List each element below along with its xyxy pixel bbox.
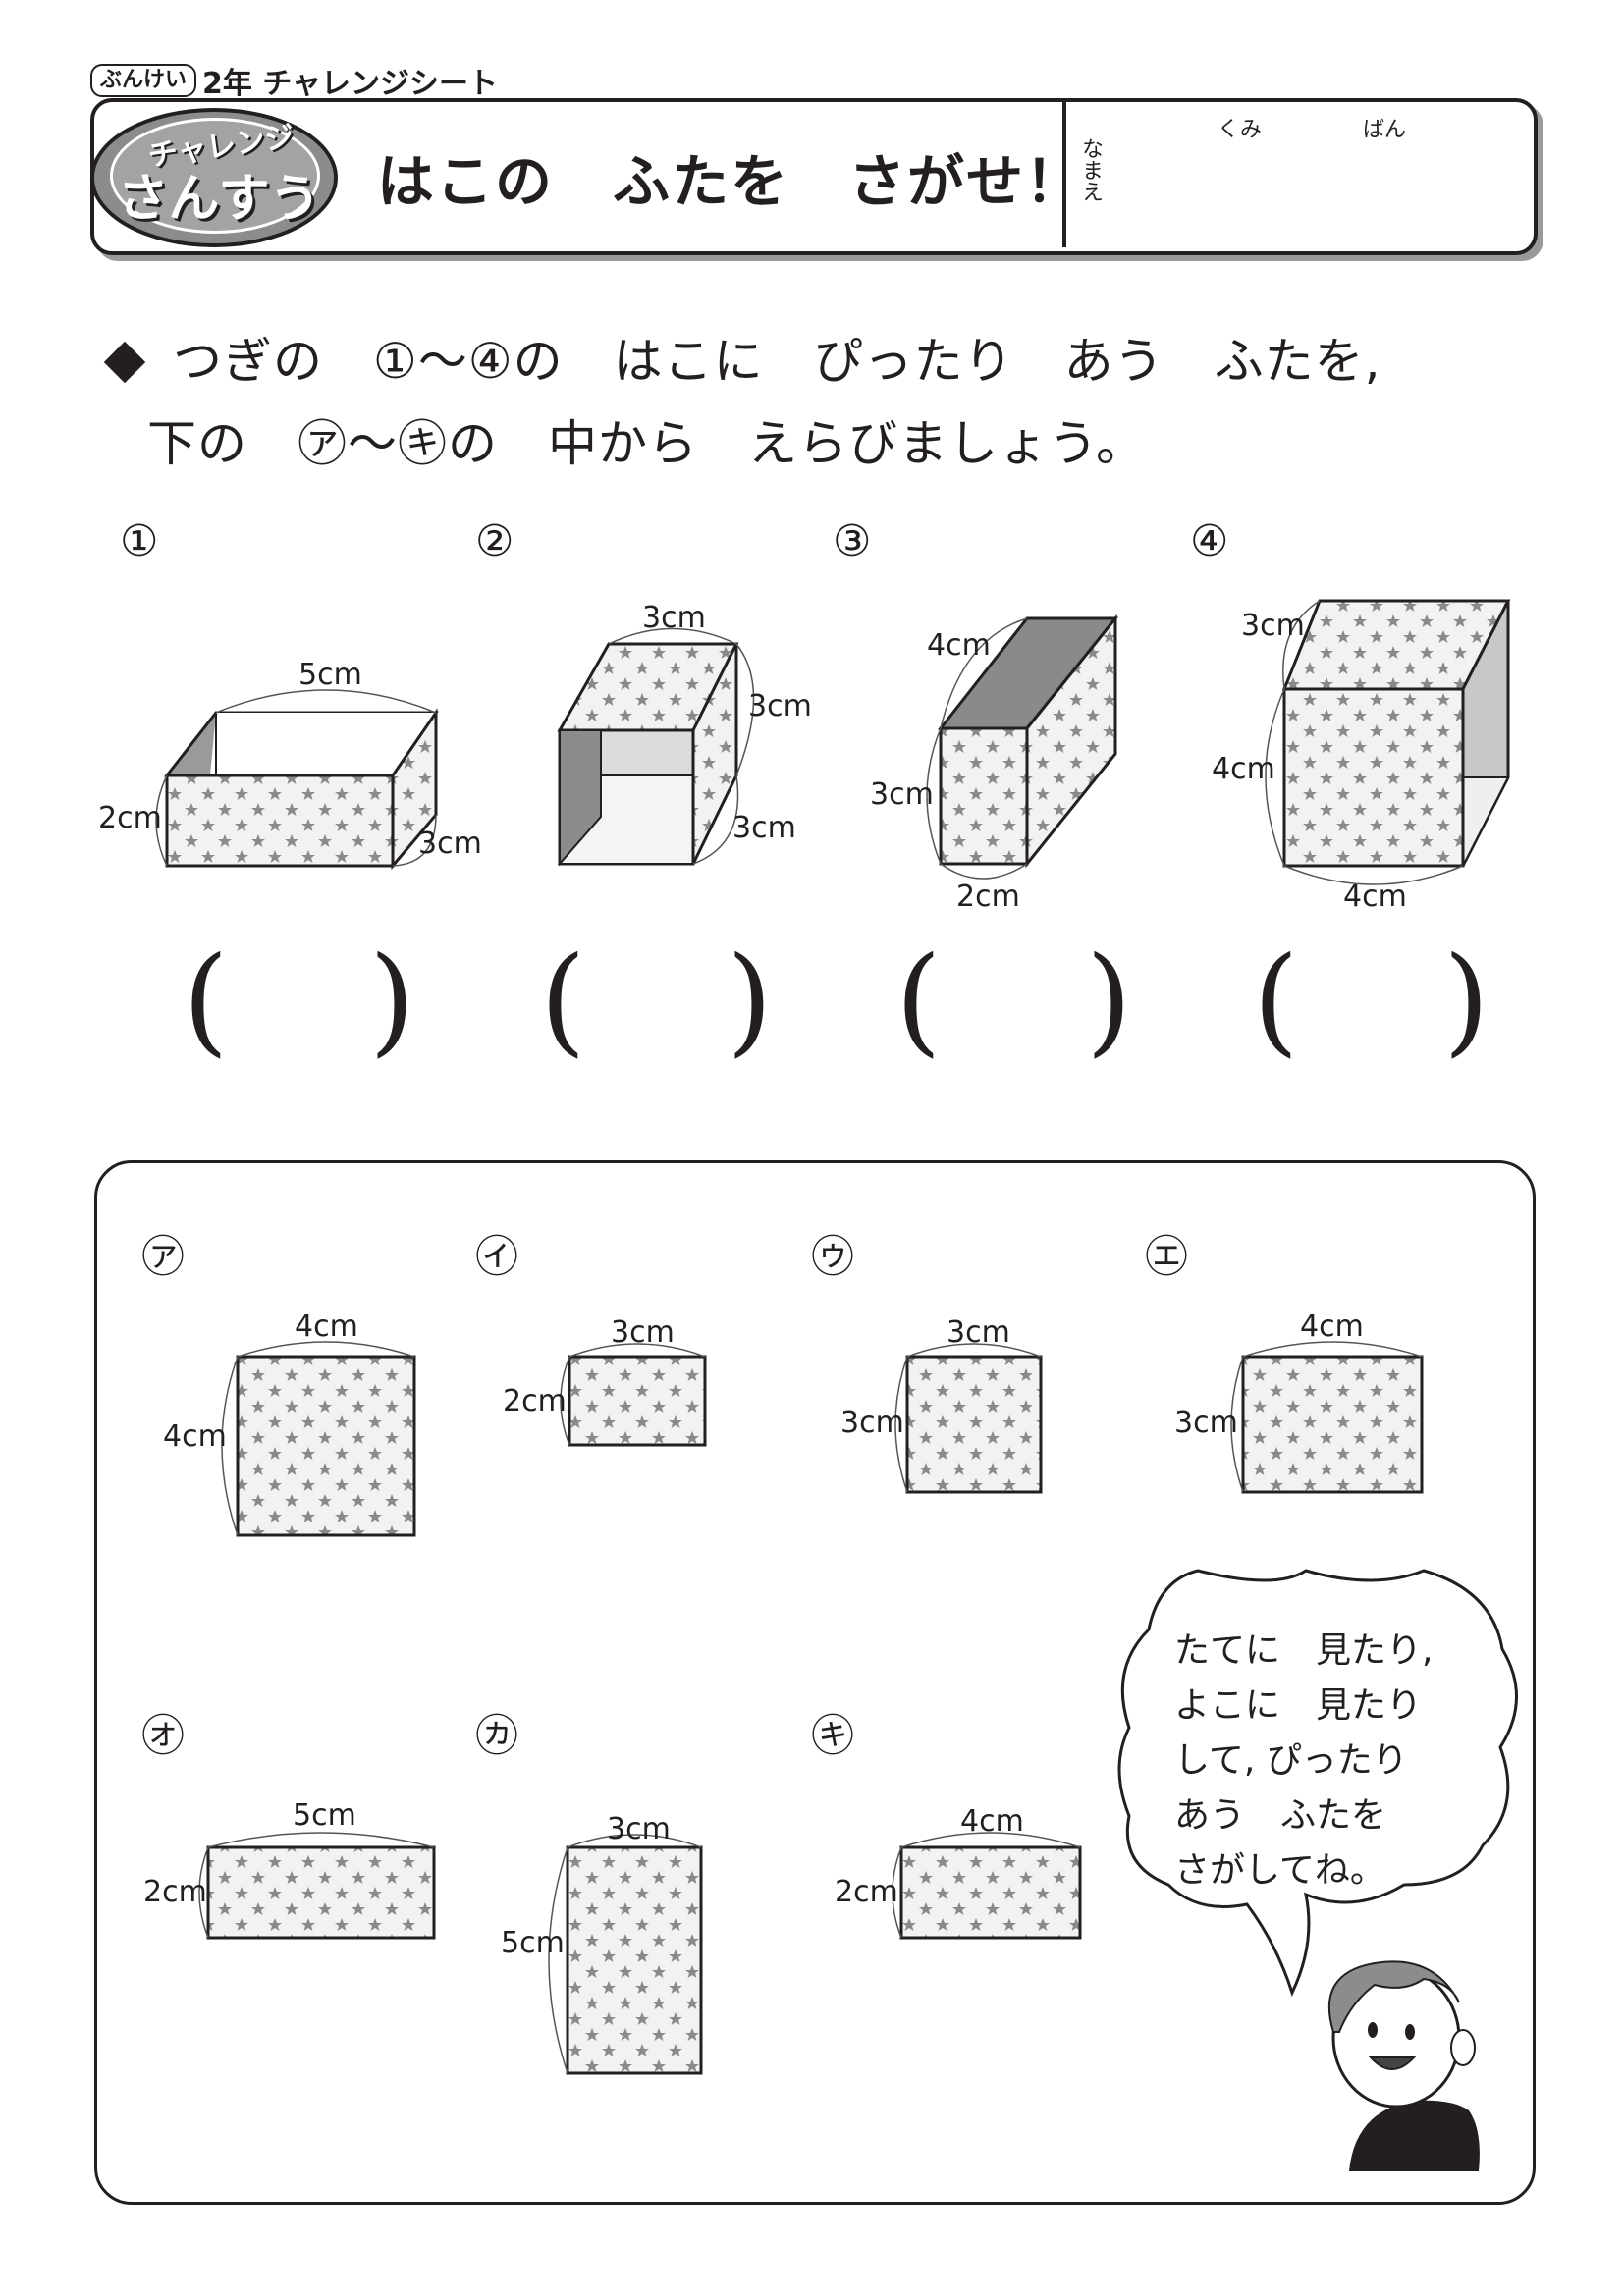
lid-label-e: ㋓ [1145,1232,1188,1282]
answer-2-close: ) [727,933,773,1069]
challenge-badge-inner [110,118,320,234]
answer-3-open: ( [895,933,942,1069]
lid-i-height: 2cm [503,1384,567,1418]
category-tag: ぶんけい [90,64,197,97]
box3-height: 3cm [870,777,934,812]
page-title: はこの ふたを さがせ！ [377,148,1085,215]
box1-length: 5cm [298,658,362,692]
lid-e [1230,1341,1424,1494]
answer-2-open: ( [540,933,586,1069]
class-label: くみ [1218,118,1262,142]
lid-label-o: ㋔ [141,1711,185,1761]
box-4 [1265,599,1511,885]
box4-depth: 3cm [1241,609,1305,643]
answer-4-open: ( [1253,933,1299,1069]
lid-o-width: 5cm [293,1798,356,1833]
name-label: なまえ [1078,137,1103,202]
box-2 [557,627,755,867]
box-label-1: ① [120,516,159,566]
box3-width: 2cm [956,880,1020,914]
lid-ki [892,1832,1082,1940]
box-3 [926,614,1119,880]
box4-width: 4cm [1343,880,1407,914]
lid-u-height: 3cm [840,1406,904,1440]
number-label: ばん [1363,118,1407,142]
speech-bubble [1117,1569,1518,1998]
answer-4-close: ) [1443,933,1489,1069]
lid-o-height: 2cm [143,1875,207,1909]
answer-1-open: ( [183,933,229,1069]
box2-depth: 3cm [748,689,812,723]
lid-a [221,1341,416,1537]
lid-ka [548,1834,703,2075]
badge-big-text: さんすう [117,170,321,229]
lid-label-u: ㋒ [811,1232,854,1282]
worksheet-header-line: ぶんけい 2年 チャレンジシート [90,59,498,102]
lid-a-height: 4cm [163,1419,227,1454]
lid-u-width: 3cm [947,1315,1010,1350]
lid-e-width: 4cm [1300,1309,1364,1344]
box3-depth: 4cm [927,628,991,663]
lid-i [560,1343,707,1447]
instruction-line-1: つぎの ①～④の はこに ぴったり あう ふたを, [98,322,1381,393]
lid-ki-height: 2cm [835,1875,898,1909]
lid-label-ki: ㋖ [811,1711,854,1761]
box1-height: 2cm [98,801,162,835]
lid-o [198,1832,436,1940]
lid-e-height: 3cm [1174,1406,1238,1440]
answer-3-close: ) [1086,933,1132,1069]
lid-ka-width: 3cm [607,1812,671,1846]
box-label-4: ④ [1190,516,1229,566]
box4-height: 4cm [1212,752,1275,786]
box-1 [155,689,439,871]
lid-label-a: ㋐ [141,1232,185,1282]
name-divider [1062,102,1066,247]
lid-ki-width: 4cm [960,1804,1024,1839]
lid-i-width: 3cm [611,1315,675,1350]
lid-label-ka: ㋕ [475,1711,518,1761]
box-label-3: ③ [833,516,872,566]
lid-u [894,1343,1043,1494]
boy-illustration [1327,1960,1480,2171]
box-label-2: ② [475,516,514,566]
grade-title: 2年 チャレンジシート [202,67,499,101]
box2-width: 3cm [642,601,706,635]
lid-a-width: 4cm [295,1309,358,1344]
box2-height: 3cm [732,811,796,845]
lid-options-panel [94,1160,1536,2205]
lid-ka-height: 5cm [501,1926,565,1960]
box1-depth: 3cm [418,827,482,861]
answer-1-close: ) [369,933,415,1069]
instruction-line-2: 下の ㋐～㋖の 中から えらびましょう。 [147,415,1146,472]
lid-label-i: ㋑ [475,1232,518,1282]
hint-speech-text: たてに 見たり, よこに 見たり して, ぴったり あう ふたを さがしてね。 [1174,1630,1434,1891]
